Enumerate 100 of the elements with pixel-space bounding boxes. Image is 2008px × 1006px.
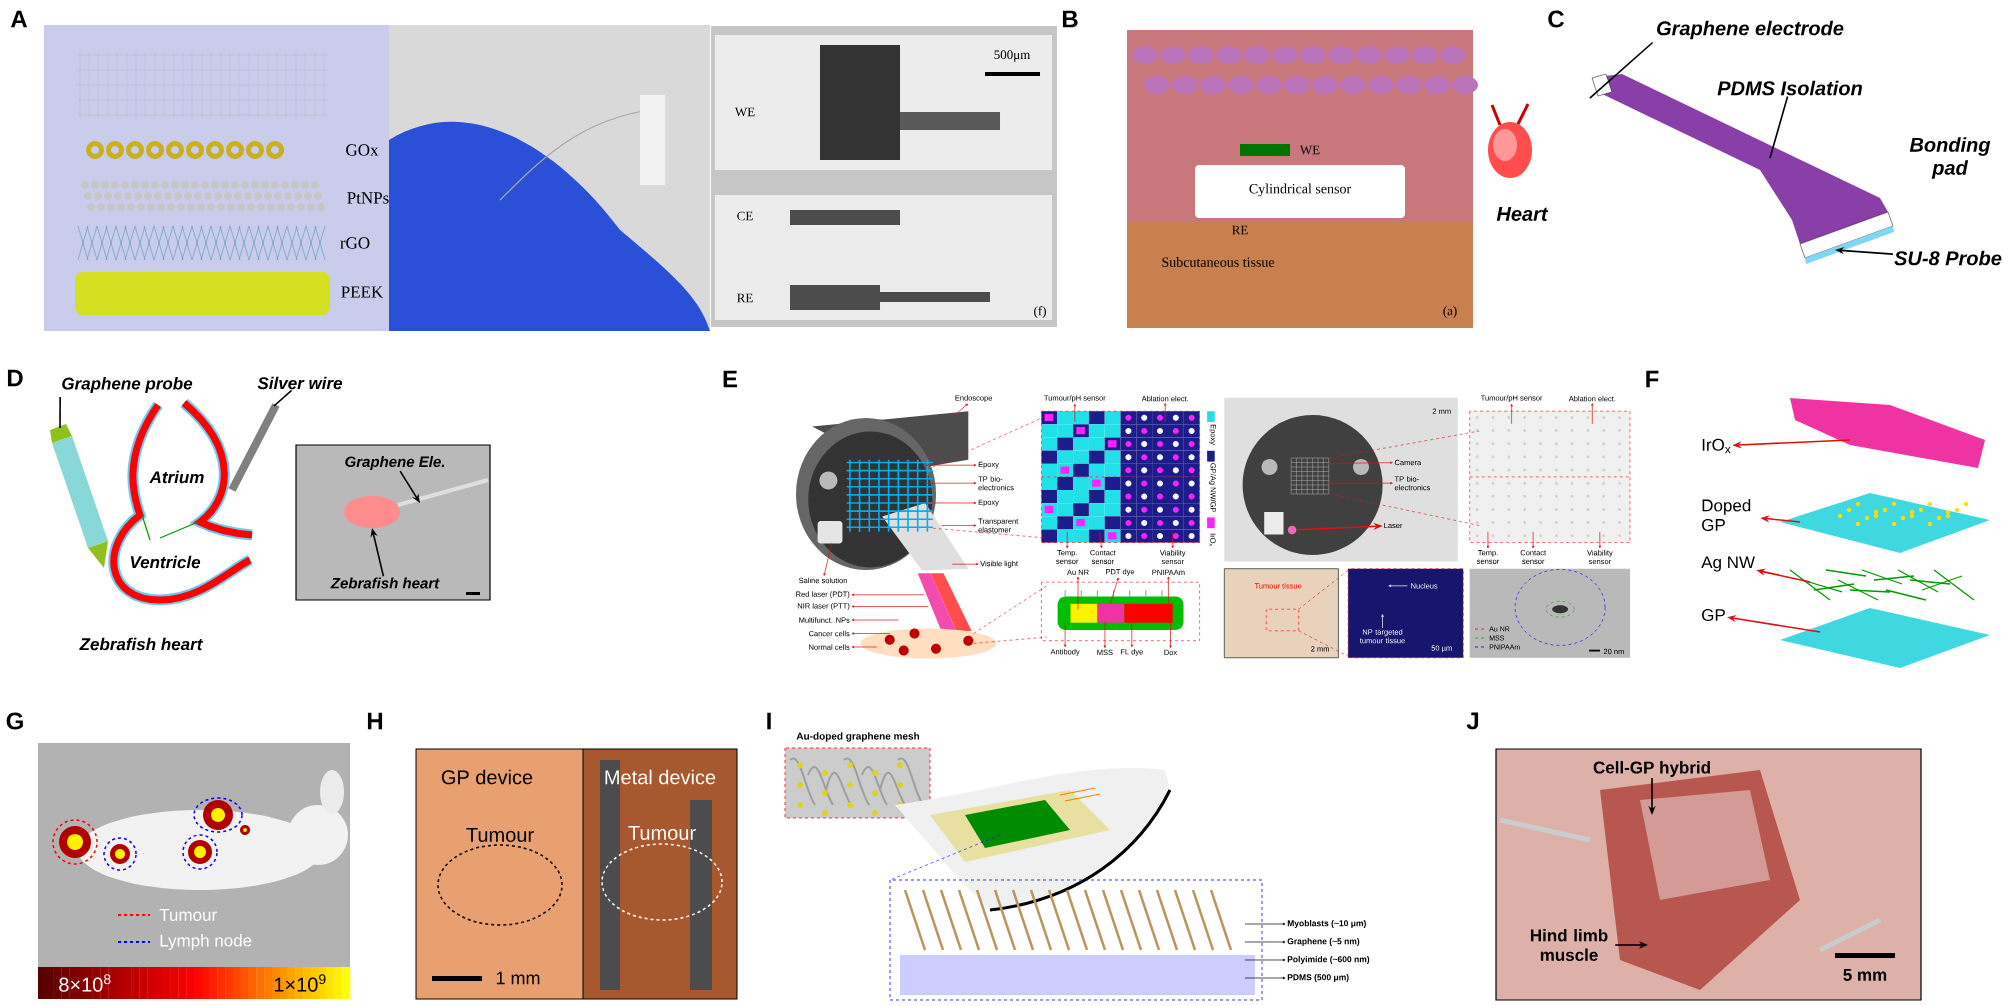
leader-arrow xyxy=(1591,403,1594,425)
photo-label: Tumour xyxy=(466,828,534,842)
annotation-label: Graphene probe xyxy=(62,377,193,393)
leader-arrow xyxy=(1388,584,1408,587)
layer-label: rGO xyxy=(340,237,370,249)
photo-label: Metal device xyxy=(605,769,716,785)
panel-letter: E xyxy=(723,370,738,388)
annotation-label: Polyimide (~600 nm) xyxy=(1287,956,1370,964)
panel-letter: C xyxy=(1548,10,1564,28)
zoom-line xyxy=(1298,630,1350,658)
probe-drawing xyxy=(50,424,108,568)
photo xyxy=(1224,397,1458,562)
tissue-drawing xyxy=(860,573,997,659)
electrode-label: WE xyxy=(734,107,755,117)
electrode-tip xyxy=(1591,73,1613,97)
leader-arrow xyxy=(1244,922,1286,926)
annotation-label: Silver wire xyxy=(257,376,343,390)
annotation-label: PDMS Isolation xyxy=(1717,80,1862,96)
electrode-label: RE xyxy=(737,293,753,303)
panel-letter: J xyxy=(1466,712,1479,730)
leader-arrow xyxy=(924,464,977,467)
leader-arrow xyxy=(1326,461,1393,464)
leader-arrow xyxy=(1486,531,1490,549)
leader-arrow xyxy=(1244,940,1286,944)
layer-label: PEEK xyxy=(341,286,384,298)
zoom-line xyxy=(1298,569,1350,610)
annotation-label: Cell-GP hybrid xyxy=(1593,761,1710,777)
annotation-label: Myoblasts (~10 μm) xyxy=(1287,920,1366,928)
photo xyxy=(1224,568,1339,659)
scale-label: 5 mm xyxy=(1843,969,1887,981)
leader-arrow xyxy=(1244,976,1286,980)
part-label: Bonding pad xyxy=(1909,137,1991,179)
leader-arrow xyxy=(1244,958,1286,962)
leader-arrow xyxy=(1109,577,1119,605)
leader-arrow xyxy=(951,403,968,418)
leader-arrow xyxy=(1164,403,1167,423)
leader-arrow xyxy=(1532,531,1535,549)
leader-arrow xyxy=(924,482,977,485)
annotation-label: Graphene Ele. xyxy=(345,456,445,470)
leader-arrow xyxy=(1130,621,1133,648)
panel-letter: D xyxy=(7,369,23,387)
panel-tag: (a) xyxy=(1443,306,1457,318)
leader-arrow xyxy=(1103,621,1107,648)
scale-label: 500μm xyxy=(994,50,1031,62)
panel-letter: I xyxy=(767,712,771,730)
annotation-label: IrO$_{x}$ xyxy=(1702,438,1731,454)
leader-arrow xyxy=(1326,482,1393,485)
leader-arrow xyxy=(1510,403,1513,425)
electrode-label: WE xyxy=(1299,145,1320,155)
zoom-line xyxy=(973,585,1048,634)
photo-label: Tumour xyxy=(628,826,696,840)
leader-arrow xyxy=(823,543,832,576)
zoom-line xyxy=(932,527,1048,539)
leader-arrow xyxy=(924,501,977,505)
micrograph xyxy=(1347,568,1464,659)
sensor-array-drawing xyxy=(1041,410,1200,543)
tissue-label: Subcutaneous tissue xyxy=(1162,257,1275,267)
leader-arrow xyxy=(1169,621,1172,648)
zoom-line xyxy=(1329,493,1480,526)
leader-line xyxy=(1769,95,1789,159)
leader-arrow xyxy=(1171,531,1174,549)
leader-arrow xyxy=(1066,531,1069,549)
leader-arrow xyxy=(941,524,977,527)
sensor-array-photo xyxy=(1469,410,1631,543)
leader-line xyxy=(59,396,61,429)
annotation-label: PDMS (500 μm) xyxy=(1287,974,1349,982)
part-label: Cylindrical sensor xyxy=(1249,183,1352,197)
leader-arrow xyxy=(951,563,979,566)
leader-arrow xyxy=(851,618,899,622)
annotation-label: Ag NW xyxy=(1701,556,1755,572)
laser-spot xyxy=(1287,525,1297,535)
panel-letter: F xyxy=(1646,370,1659,388)
leader-arrow xyxy=(851,593,925,596)
annotation-label: Zebrafish heart xyxy=(330,577,440,589)
endoscope-drawing xyxy=(796,411,969,571)
scale-value: 8×10$^{8}$ xyxy=(59,974,111,992)
leader-arrow xyxy=(1099,531,1103,549)
leader-arrow xyxy=(1381,614,1384,629)
annotation-label: Doped GP xyxy=(1702,499,1751,531)
leader-line xyxy=(273,389,293,407)
layer-label: GOx xyxy=(346,144,379,156)
inset-title: Au-doped graphene mesh xyxy=(796,732,920,742)
camera-mesh-drawing xyxy=(1290,457,1329,495)
leader-arrow xyxy=(1598,531,1602,549)
caption-text: Zebrafish heart xyxy=(79,637,203,651)
electrode-label: RE xyxy=(1232,225,1248,235)
leader-arrow xyxy=(1167,576,1170,605)
panel-letter: G xyxy=(6,712,23,730)
annotation-label: Graphene (~5 nm) xyxy=(1287,938,1360,946)
panel-letter: B xyxy=(1062,10,1078,28)
leader-arrow xyxy=(851,605,929,608)
panel-letter: H xyxy=(367,712,383,730)
scale-label: 1 mm xyxy=(496,971,540,985)
legend-label: Tumour xyxy=(159,909,217,921)
leader-arrow xyxy=(851,632,891,635)
leader-arrow xyxy=(1076,576,1080,610)
zoom-line xyxy=(1329,430,1480,459)
leader-line xyxy=(1589,41,1654,99)
chamber-label: Atrium xyxy=(149,470,204,484)
annotation-label: Graphene electrode xyxy=(1657,20,1844,40)
